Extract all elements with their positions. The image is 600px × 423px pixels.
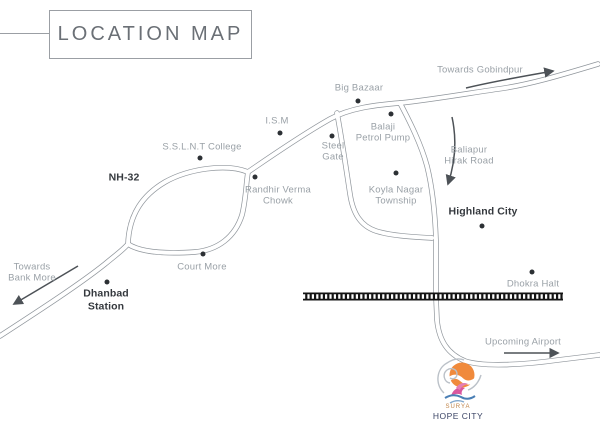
direction-arrows [12,67,560,359]
logo-water-wave-icon [444,394,476,400]
arrow-towards-bank-more [12,265,79,305]
logo-spiral-icon [443,367,458,384]
map-label-highland-city: Highland City [448,205,518,218]
court-more-dot [200,251,206,257]
arrow-towards-gobindpur [465,67,555,89]
dhanbad-station-dot [104,279,110,285]
map-label-baliapur-hirak-road: Baliapur Hirak Road [444,144,494,167]
map-label-nh-32: NH-32 [108,171,140,184]
koyla-nagar-township-dot [393,170,399,176]
map-label-sslnt-college: S.S.L.N.T College [162,141,242,153]
logo-bird-icon [451,387,465,396]
title-box: LOCATION MAP [49,10,252,59]
map-label-upcoming-airport: Upcoming Airport [484,336,562,348]
logo-water-wave-small-icon [449,400,465,404]
roads-layer [0,61,600,368]
steel-gate-dot [329,133,335,139]
logo-brand-name: SURYA [445,404,471,410]
title-connector-line [0,33,49,34]
road-nh32-loop-lower [125,169,251,256]
map-label-court-more: Court More [177,261,227,273]
map-label-steel-gate: Steel Gate [321,140,345,163]
logo-project-name: HOPE CITY [432,411,484,421]
map-label-ism: I.S.M [265,115,289,127]
logo-wave-left-icon [437,358,465,394]
sslnt-college-dot [197,155,203,161]
page-title: LOCATION MAP [57,23,244,45]
map-label-towards-gobindpur: Towards Gobindpur [437,64,523,76]
logo-wave-right-icon [467,374,482,391]
highland-city-dot [479,223,485,229]
arrow-baliapur-hirak-road [445,116,456,186]
balaji-petrol-pump-dot [388,111,394,117]
big-bazaar-dot [355,98,361,104]
map-label-big-bazaar: Big Bazaar [334,82,384,94]
map-label-randhir-verma-chowk: Randhir Verma Chowk [245,184,311,207]
surya-hope-city-logo-icon [437,358,482,404]
map-label-dhokra-halt: Dhokra Halt [506,278,560,290]
road-baliapur-hirak [397,100,600,368]
map-label-dhanbad-station: Dhanbad Station [83,287,129,312]
map-label-koyla-nagar-township: Koyla Nagar Township [368,184,424,207]
dhokra-halt-dot [529,269,535,275]
map-label-balaji-petrol-pump: Balaji Petrol Pump [355,121,411,144]
logo-bird-wing-icon [456,383,468,390]
ism-dot [277,130,283,136]
logo-sun-wave-cut [445,374,480,385]
randhir-verma-chowk-dot [252,174,258,180]
map-label-towards-bank-more: Towards Bank More [8,261,56,284]
